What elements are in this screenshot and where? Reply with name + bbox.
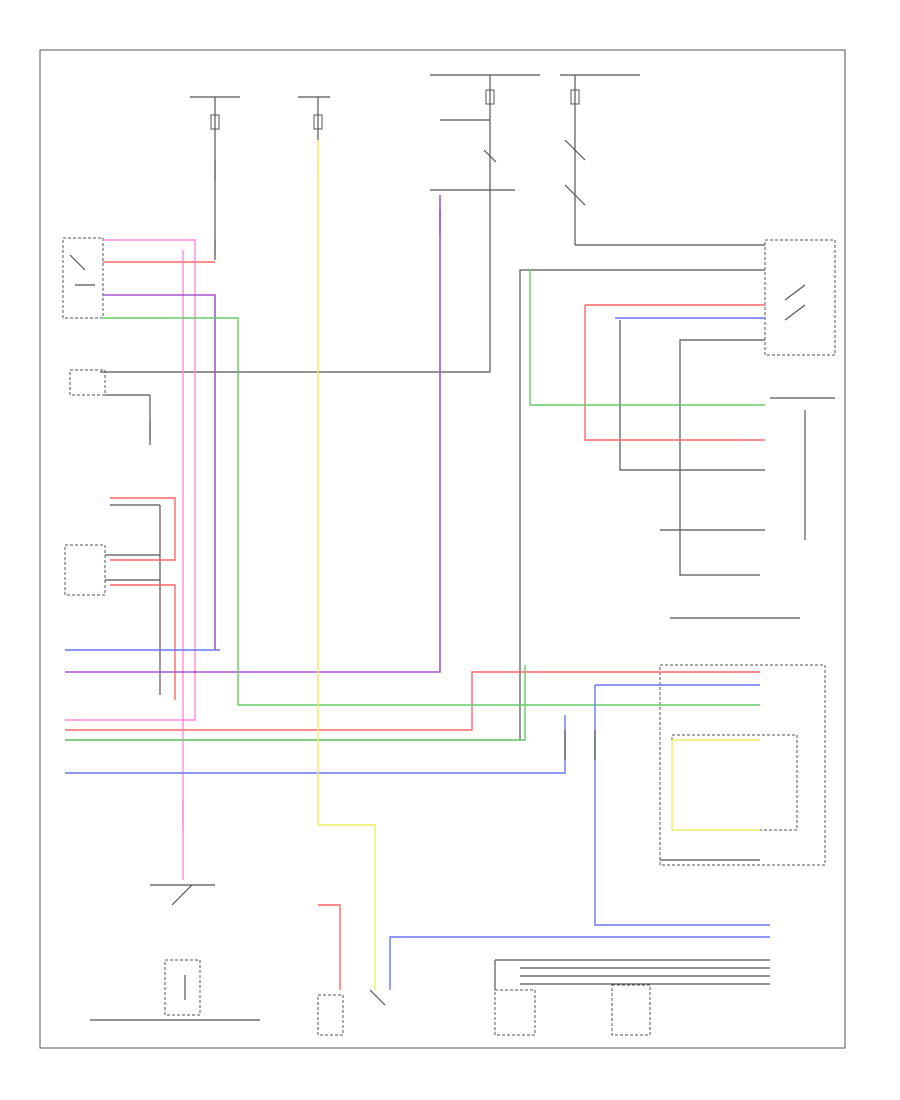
fuse-feed-right-a	[430, 74, 540, 191]
wire-black-blower	[679, 339, 765, 576]
wire-red-blower-2	[584, 305, 765, 441]
ac-compressor-clutch	[90, 884, 260, 1021]
fuse-feed-mid	[298, 96, 330, 140]
engine-coolant-temp-sensor	[671, 734, 798, 831]
fuse-feed-right-b	[560, 74, 640, 245]
wire-purple-long	[65, 195, 441, 673]
diagram-frame	[39, 49, 846, 1049]
wire-red-left-loop2	[110, 584, 176, 700]
wire-red-bottom	[318, 904, 341, 990]
ac-compressor-clutch-relay	[62, 237, 104, 319]
ac-pressure-switch	[317, 989, 386, 1036]
wire-blue-down	[594, 685, 770, 926]
connector-ticks	[149, 160, 596, 830]
wire-black-ecm	[619, 320, 765, 471]
wire-purple-relay	[103, 294, 216, 650]
wire-yellow	[317, 140, 376, 990]
wire-red-ecm	[65, 671, 760, 731]
wire-green-left	[65, 665, 526, 741]
wire-red-left-loop	[110, 497, 176, 561]
left-mid-connector	[64, 504, 161, 695]
blower-switch	[764, 239, 836, 356]
ecm-block	[659, 664, 826, 866]
wire-green-relay	[103, 317, 760, 706]
wire-black-top	[100, 190, 491, 373]
wire-green-blower	[529, 270, 765, 406]
blower-motor	[494, 959, 770, 1036]
blower-motor-relay	[770, 397, 835, 540]
wire-blue-ecm	[65, 715, 566, 774]
wire-blue-bottom	[389, 936, 770, 990]
wire-pink-relay	[65, 239, 196, 721]
ground-block-left	[69, 369, 151, 445]
condenser-fan-motor	[520, 967, 770, 1036]
